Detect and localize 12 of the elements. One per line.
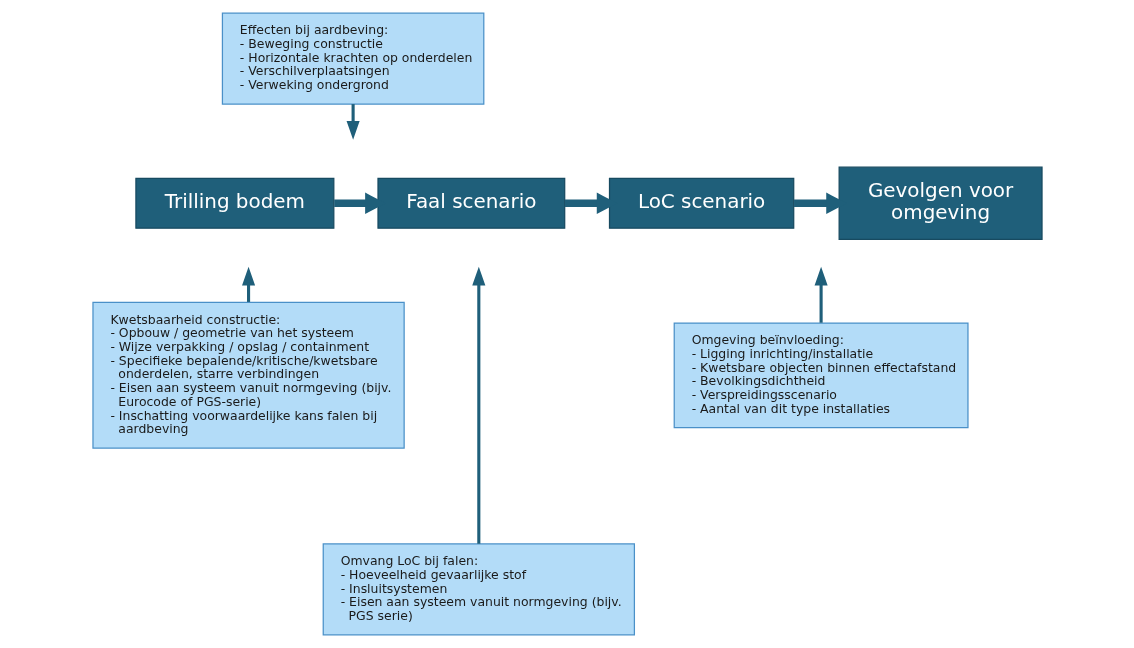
arrow <box>471 266 485 544</box>
node-box: Omvang LoC bij falen: - Hoeveelheid gevaarlijke stof - Insluitsystemen - Eisen aan systeem vanuit normgeving (bijv. PGS serie) <box>322 543 635 636</box>
node-box: Effecten bij aardbeving: - Beweging constructie - Horizontale krachten op onderdelen - Verschilverplaatsingen - Verweking ondergrond <box>221 12 484 105</box>
node-box: Omgeving beïnvloeding: - Ligging inrichting/installatie - Kwetsbare objecten binnen effectafstand - Bevolkingsdichtheid - Verspreidingsscenario - Aantal van dit type installaties <box>673 322 969 429</box>
node-box: Kwetsbaarheid constructie: - Opbouw / geometrie van het systeem - Wijze verpakking / opslag / containment - Specifieke bepalende/kritische/kwetsbare onderdelen, starre verbindingen - Eisen aan systeem vanuit normgeving (bijv. Eurocode of PGS-serie) - Inschatting voorwaardelijke kans falen bij aardbeving <box>91 301 405 449</box>
node-box: Trilling bodem <box>134 177 334 229</box>
node-box: Faal scenario <box>376 177 565 229</box>
arrow <box>814 266 828 323</box>
node-box: Gevolgen voor omgeving <box>838 166 1043 240</box>
arrow <box>241 266 255 302</box>
node-box: LoC scenario <box>608 177 794 229</box>
arrow <box>346 104 360 140</box>
